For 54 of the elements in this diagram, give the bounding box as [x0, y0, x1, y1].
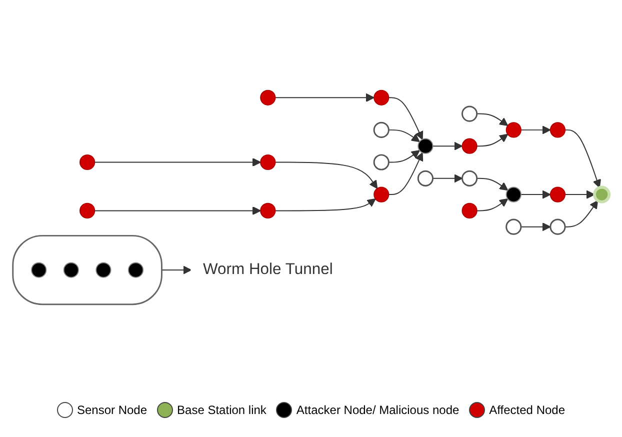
node-circle [462, 202, 478, 218]
arrow [94, 206, 261, 215]
node-circle [506, 218, 522, 235]
node-circle [80, 154, 96, 170]
legend-label: Affected Node [489, 403, 566, 417]
node-circle [128, 262, 144, 278]
arrow [476, 113, 508, 126]
node-circle [462, 138, 478, 154]
node-circle [462, 170, 478, 186]
node-circle [374, 186, 390, 202]
arrow [476, 134, 508, 146]
node-circle [418, 138, 434, 154]
arrow [564, 129, 602, 188]
arrow [476, 178, 508, 191]
node-circle [550, 122, 566, 138]
arrow [564, 200, 598, 228]
node-circle [462, 106, 478, 122]
node-circle [260, 202, 276, 218]
cluster [12, 234, 162, 305]
arrow [388, 150, 420, 163]
node-circle [80, 202, 96, 218]
node-circle [374, 90, 390, 106]
node-circle [550, 218, 566, 235]
arrow [94, 158, 261, 166]
arrow [274, 93, 374, 102]
node-circle [506, 122, 522, 138]
arrow [274, 162, 378, 189]
arrow [520, 126, 551, 134]
node-circle [31, 262, 47, 278]
node-circle [260, 154, 276, 170]
arrow [274, 198, 376, 212]
arrow [388, 152, 424, 195]
node-circle [260, 90, 276, 106]
node-circle [373, 154, 390, 170]
node-circle [96, 262, 112, 278]
node-circle [63, 262, 79, 278]
arrow [432, 174, 463, 183]
arrow [161, 266, 192, 274]
arrow [388, 129, 420, 142]
node-circle [417, 170, 434, 186]
node-circle [373, 122, 390, 138]
legend-label: Base Station link [177, 403, 266, 417]
node-circle [550, 186, 566, 202]
arrow [520, 222, 551, 232]
arrow [564, 190, 595, 199]
legend-label: Sensor Node [76, 403, 148, 417]
arrow [388, 97, 424, 140]
node-text: Worm Hole Tunnel [202, 261, 333, 278]
legend-label: Attacker Node/ Malicious node [296, 403, 460, 417]
arrow [520, 190, 551, 199]
node-circle [593, 186, 611, 204]
arrow [432, 142, 463, 150]
arrow [476, 198, 508, 212]
node-circle [506, 186, 522, 202]
